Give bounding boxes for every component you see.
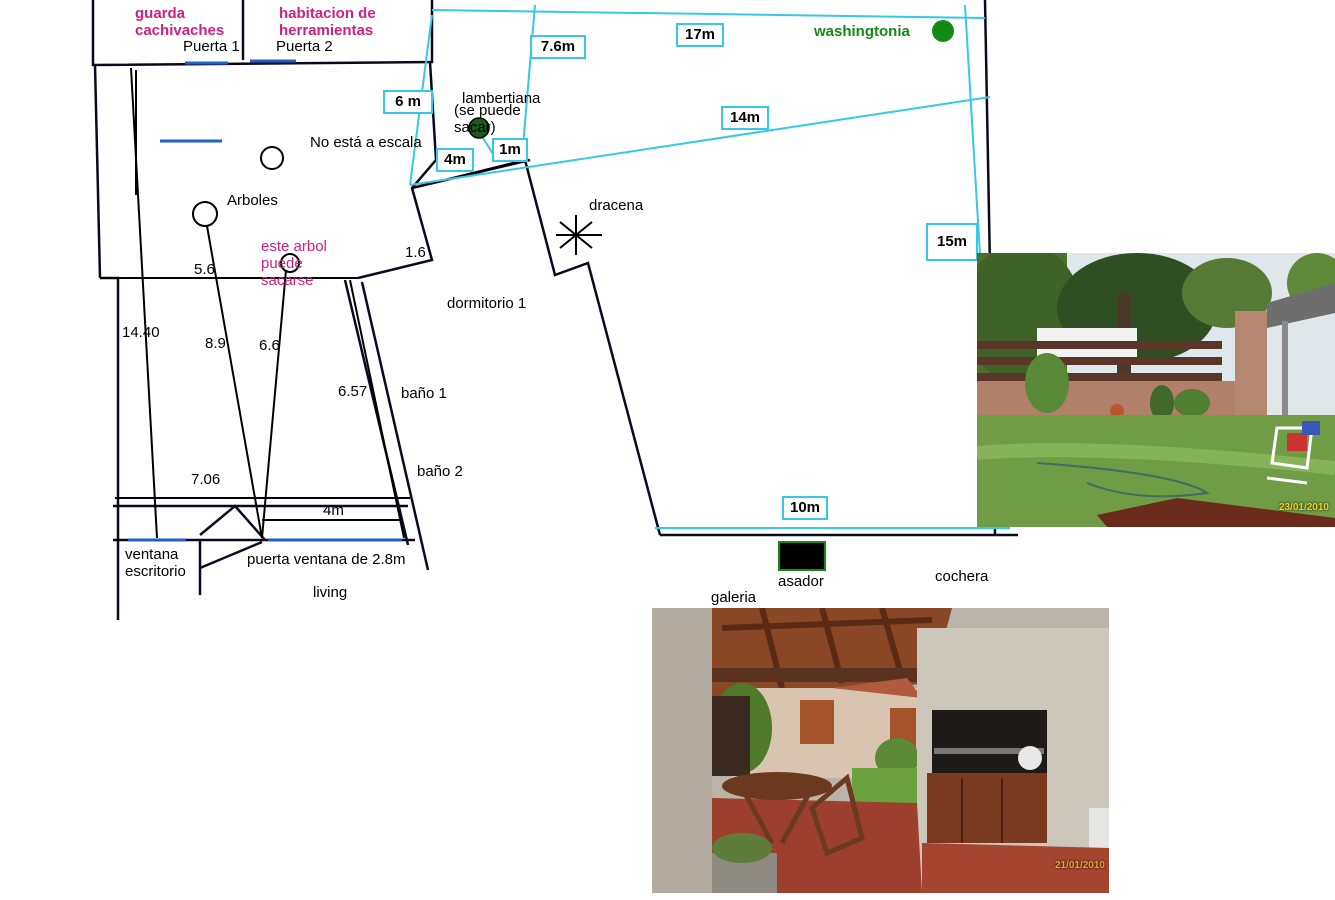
dracena-star-icon: [556, 215, 602, 255]
lambertiana-tree-icon: [468, 117, 490, 139]
room-label-guarda: guarda cachivaches: [135, 5, 225, 39]
room-label-habitacion: habitacion de herramientas: [279, 5, 376, 39]
measure-box-4m: 4m: [436, 148, 474, 172]
wall-house-east: [523, 159, 662, 536]
wall-bath-diag: [360, 281, 430, 571]
note-washingtonia: washingtonia: [814, 23, 910, 40]
measure-box-14m: 14m: [721, 106, 769, 130]
room-label-living: living: [313, 584, 348, 601]
measure-7-06: 7.06: [191, 471, 221, 488]
galeria-photo-date: 21/01/2010: [1054, 860, 1105, 871]
tree-circle-3: [280, 253, 300, 273]
wall-left-upper: [93, 64, 102, 279]
wall-left-lower: [100, 276, 120, 620]
measure-1-6: 1.6: [405, 244, 426, 261]
dim-line-6-6: [261, 269, 287, 539]
note-arboles: Arboles: [227, 192, 278, 209]
wall-top-rooms: [91, 0, 434, 67]
door-label-puerta-1: Puerta 1: [183, 38, 240, 55]
room-label-puerta-ventana: puerta ventana de 2.8m: [247, 551, 406, 568]
room-label-bano-1: baño 1: [401, 385, 447, 402]
note-se-puede-sacar: (se puede sacar): [454, 102, 521, 136]
measure-6-6: 6.6: [259, 337, 280, 354]
tree-circle-1: [260, 146, 284, 170]
note-dracena: dracena: [589, 197, 644, 214]
washingtonia-tree-icon: [932, 20, 954, 42]
measure-14-40: 14.40: [122, 324, 160, 341]
measure-box-7-6m: 7.6m: [530, 35, 586, 59]
measure-4m: 4m: [323, 502, 344, 519]
dim-line-17m: [431, 9, 986, 19]
dim-line-14-40: [130, 67, 158, 539]
dim-line-8-9: [206, 225, 263, 539]
measure-5-6: 5.6: [194, 261, 215, 278]
note-lambertiana: lambertiana: [462, 90, 541, 107]
room-label-ventana: ventana escritorio: [125, 546, 186, 580]
measure-8-9: 8.9: [205, 335, 226, 352]
dim-line-15m: [964, 4, 981, 256]
door-label-puerta-2: Puerta 2: [276, 38, 333, 55]
room-label-galeria: galeria: [711, 589, 757, 606]
measure-box-1m: 1m: [492, 138, 528, 162]
room-label-bano-2: baño 2: [417, 463, 463, 480]
garden-photo: 23/01/2010: [977, 253, 1335, 527]
room-label-dormitorio: dormitorio 1: [447, 295, 527, 312]
room-label-cochera: cochera: [935, 568, 989, 585]
note-no-escala: No está a escala: [310, 134, 422, 151]
measure-box-15m: 15m: [926, 223, 978, 261]
dim-line-bold: [411, 159, 526, 189]
dim-line-6-57: [349, 279, 405, 539]
tree-circle-2: [192, 201, 218, 227]
wall-entry-step: [199, 504, 266, 541]
measure-box-10m: 10m: [782, 496, 828, 520]
garden-photo-date: 23/01/2010: [1278, 502, 1329, 513]
galeria-photo: 21/01/2010: [652, 608, 1109, 893]
wall-entry-diag: [199, 540, 263, 570]
measure-box-17m: 17m: [676, 23, 724, 47]
measure-box-6m: 6 m: [383, 90, 433, 114]
measure-6-57: 6.57: [338, 383, 368, 400]
asador-block: [778, 541, 826, 571]
note-este-arbol: este arbol puede sacarse: [261, 238, 327, 289]
dim-line-7-6m: [521, 4, 536, 159]
wall-bath-diag-inner: [343, 279, 410, 546]
dim-line-14m: [409, 96, 991, 186]
room-label-asador: asador: [778, 573, 824, 590]
